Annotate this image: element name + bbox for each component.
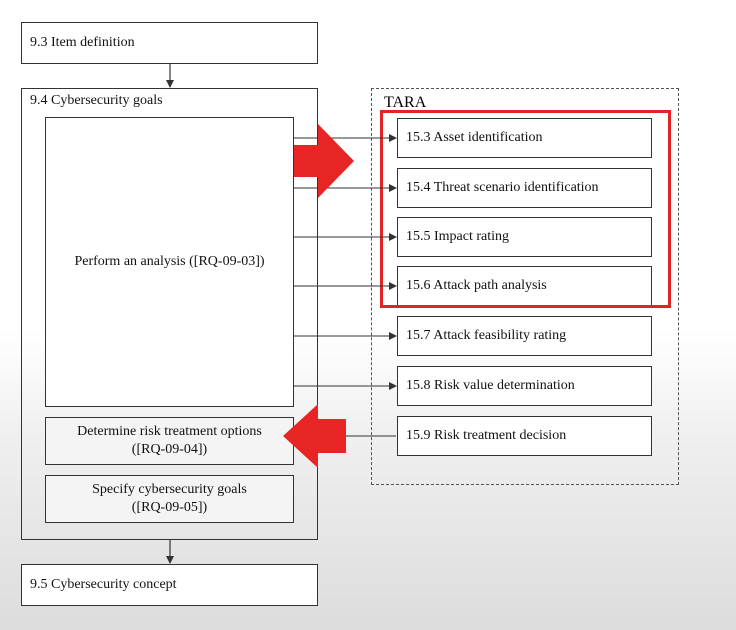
tara-step-label: 15.9 Risk treatment decision — [406, 428, 567, 443]
tara-step-asset-identification: 15.3 Asset identification — [397, 118, 652, 158]
tara-label: TARA — [384, 94, 427, 111]
tara-step-impact-rating: 15.5 Impact rating — [397, 217, 652, 257]
specify-goals-label-line2: ([RQ-09-05]) — [131, 500, 208, 515]
perform-analysis-label: Perform an analysis ([RQ-09-03]) — [74, 254, 265, 269]
determine-risk-label-line2: ([RQ-09-04]) — [131, 442, 208, 457]
tara-step-label: 15.3 Asset identification — [406, 130, 543, 145]
cybersecurity-goals-box: 9.4 Cybersecurity goals — [21, 88, 318, 540]
tara-step-label: 15.5 Impact rating — [406, 229, 510, 244]
tara-step-attack-path-analysis: 15.6 Attack path analysis — [397, 266, 652, 306]
item-definition-box: 9.3 Item definition — [21, 22, 318, 64]
cybersecurity-goals-label: 9.4 Cybersecurity goals — [30, 93, 163, 108]
tara-step-risk-value-determination: 15.8 Risk value determination — [397, 366, 652, 406]
tara-step-threat-scenario-identification: 15.4 Threat scenario identification — [397, 168, 652, 208]
tara-step-label: 15.7 Attack feasibility rating — [406, 328, 567, 343]
tara-step-label: 15.6 Attack path analysis — [406, 278, 547, 293]
item-definition-label: 9.3 Item definition — [30, 35, 135, 50]
perform-analysis-box: Perform an analysis ([RQ-09-03]) — [45, 117, 294, 407]
cybersecurity-concept-label: 9.5 Cybersecurity concept — [30, 577, 177, 592]
cybersecurity-concept-box: 9.5 Cybersecurity concept — [21, 564, 318, 606]
determine-risk-label-line1: Determine risk treatment options — [77, 424, 262, 439]
specify-goals-box: Specify cybersecurity goals ([RQ-09-05]) — [45, 475, 294, 523]
tara-step-attack-feasibility-rating: 15.7 Attack feasibility rating — [397, 316, 652, 356]
tara-step-risk-treatment-decision: 15.9 Risk treatment decision — [397, 416, 652, 456]
specify-goals-label-line1: Specify cybersecurity goals — [92, 482, 247, 497]
tara-step-label: 15.4 Threat scenario identification — [406, 180, 599, 195]
tara-step-label: 15.8 Risk value determination — [406, 378, 575, 393]
determine-risk-box: Determine risk treatment options ([RQ-09… — [45, 417, 294, 465]
highlight-box — [380, 110, 671, 308]
